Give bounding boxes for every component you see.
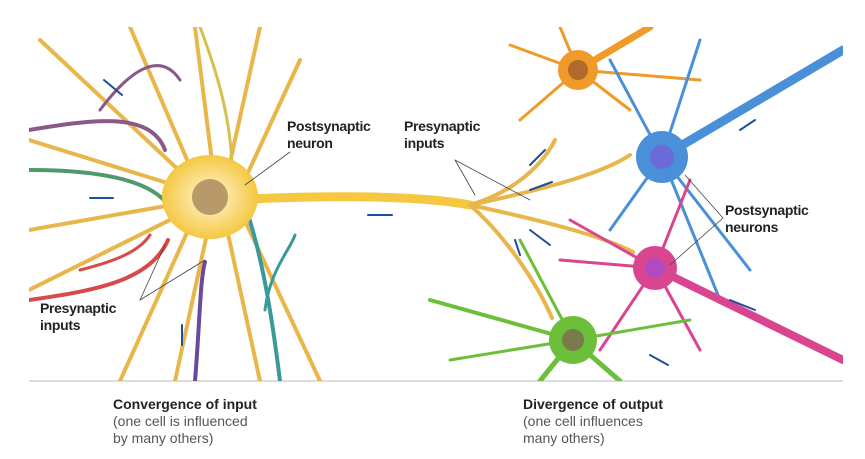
- purple-input-branch: [98, 64, 182, 112]
- orange-neuron: [508, 27, 702, 122]
- label-line: neurons: [725, 219, 779, 235]
- orange-nucleus: [568, 60, 588, 80]
- magenta-nucleus: [645, 258, 665, 278]
- label-postsynaptic-neurons: Postsynaptic neurons: [725, 202, 809, 236]
- label-line: Postsynaptic: [287, 118, 371, 134]
- label-line: inputs: [40, 317, 81, 333]
- red-input-branch: [78, 233, 152, 272]
- caption-line: by many others): [113, 430, 214, 446]
- caption-divergence: Divergence of output (one cell influence…: [523, 396, 663, 447]
- label-presynaptic-inputs-left: Presynaptic inputs: [40, 300, 116, 334]
- label-pointer-lines: [139, 151, 724, 301]
- caption-line: (one cell is influenced: [113, 413, 248, 429]
- label-postsynaptic-neuron: Postsynaptic neuron: [287, 118, 371, 152]
- signal-direction-arrows: [89, 79, 756, 366]
- caption-convergence: Convergence of input (one cell is influe…: [113, 396, 257, 447]
- label-line: Postsynaptic: [725, 202, 809, 218]
- axon: [225, 192, 475, 210]
- axon-branches: [468, 138, 635, 320]
- label-presynaptic-inputs-right: Presynaptic inputs: [404, 118, 480, 152]
- teal-input-axon: [243, 203, 282, 381]
- nucleus: [192, 179, 228, 215]
- caption-line: many others): [523, 430, 605, 446]
- violet-input-axon: [193, 260, 207, 381]
- red-input-axon: [29, 238, 170, 302]
- olive-input-axon: [198, 27, 234, 167]
- green-nucleus: [562, 329, 584, 351]
- caption-title: Convergence of input: [113, 396, 257, 412]
- magenta-neuron: [558, 178, 843, 364]
- green-input-axon: [29, 168, 170, 207]
- blue-nucleus: [650, 145, 674, 169]
- teal-input-branch: [263, 233, 297, 312]
- label-line: Presynaptic: [40, 300, 117, 316]
- label-line: Presynaptic: [404, 118, 481, 134]
- label-line: inputs: [404, 135, 445, 151]
- label-line: neuron: [287, 135, 333, 151]
- caption-line: (one cell influences: [523, 413, 643, 429]
- caption-title: Divergence of output: [523, 396, 664, 412]
- purple-input-axon: [29, 119, 167, 152]
